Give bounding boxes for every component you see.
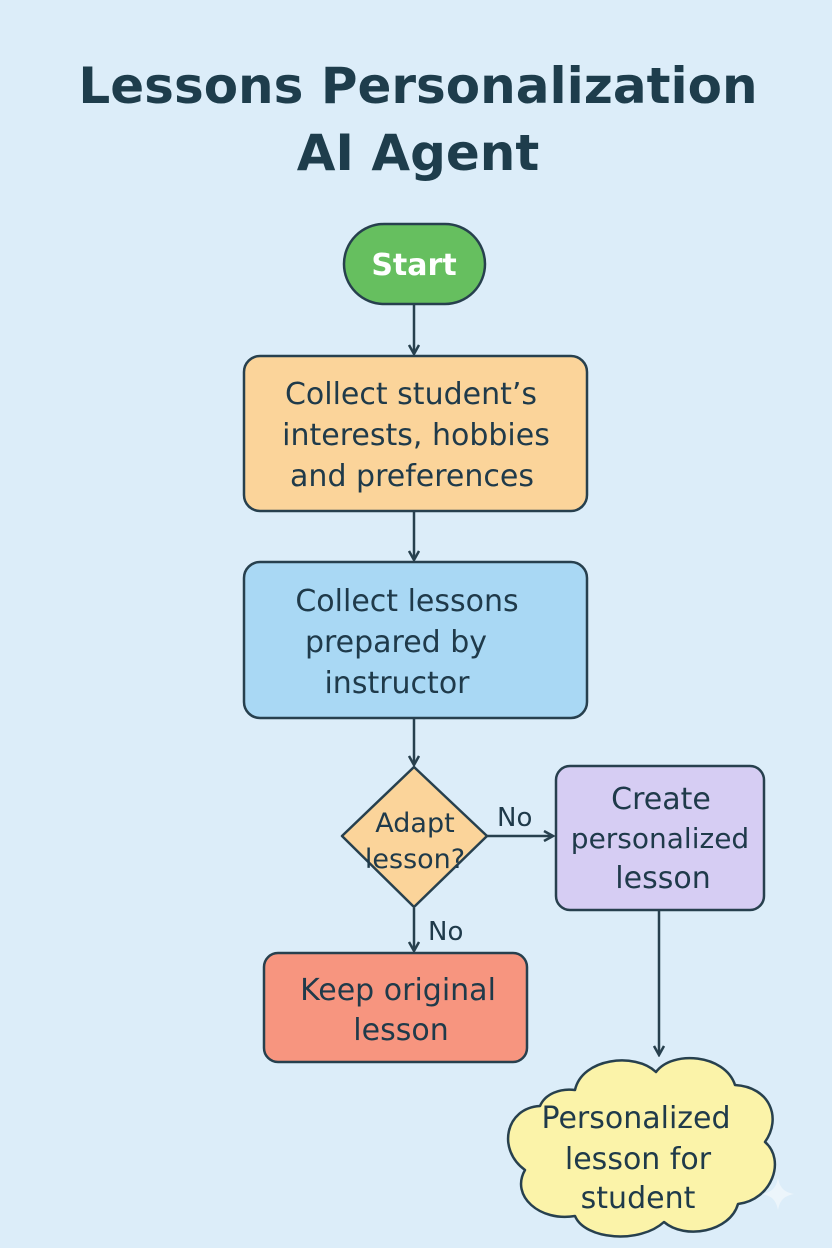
title-line-1: Lessons Personalization bbox=[78, 57, 757, 115]
collect-interests-line-1: Collect student’s bbox=[285, 377, 537, 412]
keep-original-shape bbox=[262, 951, 529, 1064]
result-cloud-shape bbox=[507, 1056, 776, 1238]
result-line-2: lesson for bbox=[565, 1142, 712, 1177]
start-node-shape bbox=[342, 222, 487, 306]
edges bbox=[414, 304, 659, 1055]
collect-lessons-line-2: prepared by bbox=[305, 625, 487, 660]
result-line-3: student bbox=[581, 1181, 696, 1216]
keep-original-line-2: lesson bbox=[353, 1013, 448, 1048]
edge-label-no-right: No bbox=[497, 803, 532, 833]
create-personalized-shape bbox=[554, 764, 766, 912]
decision-line-2: lesson? bbox=[365, 844, 465, 875]
keep-original-node: Keep original lesson bbox=[262, 951, 529, 1064]
decision-shape bbox=[340, 765, 489, 909]
result-node: Personalized lesson for student bbox=[507, 1056, 776, 1238]
decision-node: Adapt lesson? bbox=[340, 765, 489, 909]
create-personalized-line-2: personalized bbox=[571, 822, 749, 855]
edge-label-no-down: No bbox=[428, 917, 463, 947]
collect-interests-node: Collect student’s interests, hobbies and… bbox=[242, 354, 589, 513]
collect-lessons-line-3: instructor bbox=[324, 666, 470, 701]
collect-interests-shape bbox=[242, 354, 589, 513]
collect-lessons-node: Collect lessons prepared by instructor bbox=[242, 560, 589, 720]
keep-original-line-1: Keep original bbox=[300, 973, 496, 1008]
collect-interests-line-3: and preferences bbox=[290, 459, 534, 494]
result-line-1: Personalized bbox=[541, 1101, 730, 1136]
collect-lessons-line-1: Collect lessons bbox=[295, 584, 518, 619]
decision-line-1: Adapt bbox=[375, 808, 454, 839]
collect-lessons-shape bbox=[242, 560, 589, 720]
diagram-title: Lessons Personalization AI Agent bbox=[78, 57, 757, 182]
create-personalized-line-3: lesson bbox=[615, 861, 710, 896]
create-personalized-node: Create personalized lesson bbox=[554, 764, 766, 912]
sparkle-icon bbox=[762, 1178, 794, 1210]
start-node-label: Start bbox=[371, 248, 456, 283]
title-line-2: AI Agent bbox=[297, 124, 540, 182]
start-node: Start bbox=[342, 222, 487, 306]
collect-interests-line-2: interests, hobbies bbox=[282, 418, 550, 453]
create-personalized-line-1: Create bbox=[611, 782, 711, 817]
